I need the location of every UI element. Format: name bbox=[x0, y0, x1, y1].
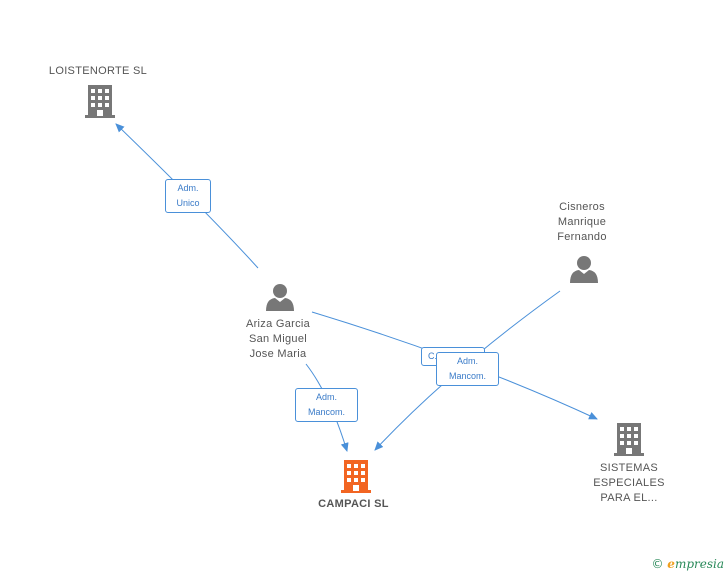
node-label-ariza[interactable]: Ariza Garcia San Miguel Jose Maria bbox=[245, 318, 311, 360]
node-label-sistemas[interactable]: SISTEMAS ESPECIALES PARA EL... bbox=[593, 462, 665, 504]
main-building-icon[interactable] bbox=[341, 460, 371, 493]
node-label-campaci[interactable]: CAMPACI SL bbox=[318, 498, 389, 510]
person-icon[interactable] bbox=[266, 284, 294, 311]
copyright-icon: © bbox=[651, 557, 664, 571]
edge-label-ariza-loistenorte[interactable]: Adm. Unico bbox=[165, 179, 211, 213]
building-icon[interactable] bbox=[85, 85, 115, 118]
building-icon[interactable] bbox=[614, 423, 644, 456]
node-label-cisneros[interactable]: Cisneros Manrique Fernando bbox=[557, 201, 607, 243]
node-label-loistenorte[interactable]: LOISTENORTE SL bbox=[48, 65, 148, 77]
edge-label-cisneros-campaci[interactable]: Adm. Mancom. bbox=[436, 352, 499, 386]
empresia-logo: © empresia bbox=[651, 557, 724, 571]
person-icon[interactable] bbox=[570, 256, 598, 283]
edge-label-ariza-campaci[interactable]: Adm. Mancom. bbox=[295, 388, 358, 422]
